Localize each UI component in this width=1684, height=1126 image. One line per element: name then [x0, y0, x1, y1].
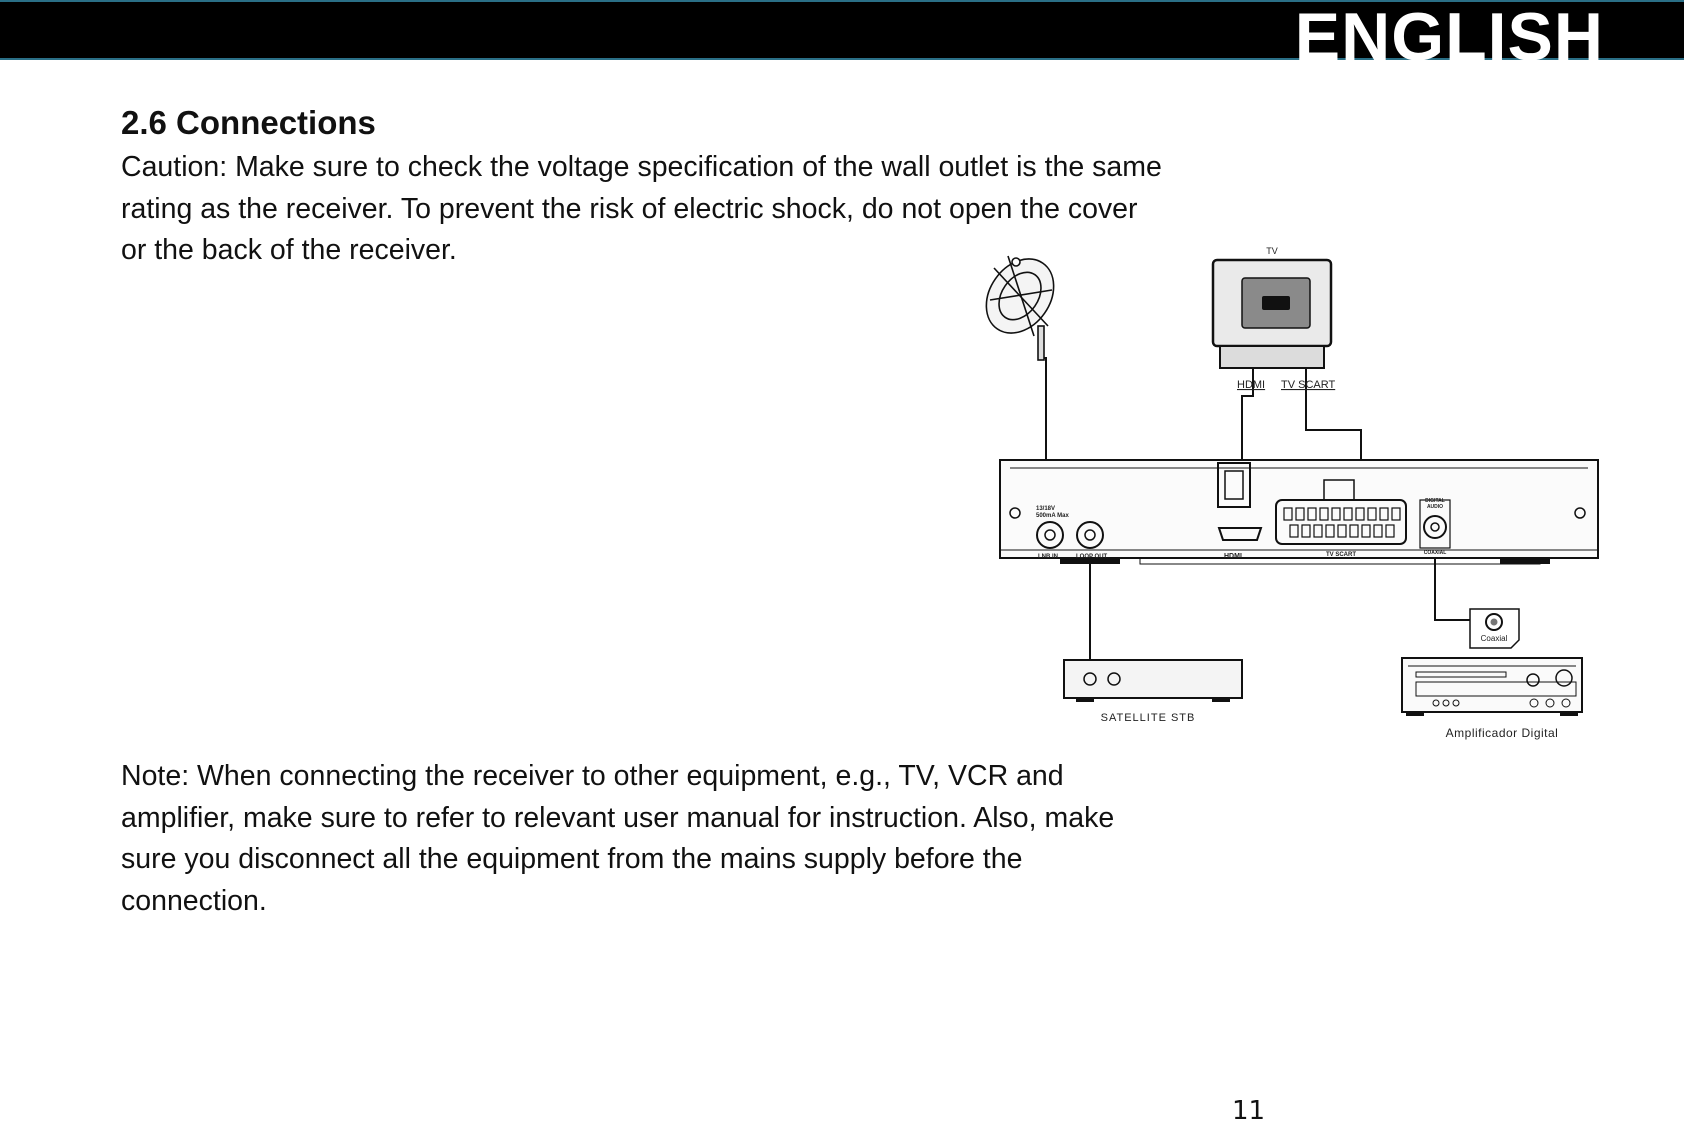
power-rating-label: 500mA Max [1036, 513, 1069, 519]
coaxial-label: Coaxial [1481, 634, 1508, 643]
receiver-rear-panel [999, 459, 1599, 565]
connection-diagram: TV HDMI TV SCART [985, 246, 1599, 740]
satellite-dish-icon [985, 255, 1055, 361]
caution-line: rating as the receiver. To prevent the r… [121, 192, 1138, 225]
caution-line: Caution: Make sure to check the voltage … [121, 151, 1162, 183]
hdmi-label: HDMI [1237, 379, 1265, 391]
caution-line: or the back of the receiver. [121, 234, 457, 266]
loop-out-label: LOOP OUT [1076, 554, 1108, 560]
section-title: 2.6 Connections [121, 104, 376, 141]
language-label: ENGLISH [1294, 0, 1604, 75]
caution-paragraph: Caution: Make sure to check the voltage … [121, 147, 1321, 272]
coaxial-port-label: COAXIAL [1424, 550, 1447, 556]
amplifier-icon [1401, 657, 1583, 716]
hdmi-cable [1241, 366, 1254, 473]
amplifier-label: Amplificador Digital [1446, 726, 1559, 740]
note-line: Note: When connecting the receiver to ot… [121, 760, 1064, 792]
tv-scart-port-label: TV SCART [1326, 552, 1356, 558]
coaxial-callout [1469, 608, 1520, 649]
lnb-in-label: LNB IN [1038, 554, 1058, 560]
digital-audio-label: AUDIO [1427, 504, 1443, 510]
hdmi-port-label: HDMI [1224, 553, 1242, 560]
tv-icon [1211, 258, 1333, 369]
note-line: sure you disconnect all the equipment fr… [121, 843, 1023, 875]
satellite-stb-label: SATELLITE STB [1101, 712, 1196, 724]
satellite-stb-icon [1063, 659, 1243, 702]
tv-label: TV [1266, 246, 1278, 256]
note-line: amplifier, make sure to refer to relevan… [121, 801, 1115, 834]
note-line: connection. [121, 884, 267, 917]
header-bar: ENGLISH [0, 0, 1684, 75]
tv-scart-label: TV SCART [1281, 379, 1335, 391]
page-number: 11 [1232, 1096, 1266, 1126]
note-paragraph: Note: When connecting the receiver to ot… [121, 756, 1321, 922]
power-rating-label: 13/18V [1036, 506, 1055, 512]
digital-audio-label: DIGITAL [1425, 498, 1445, 504]
